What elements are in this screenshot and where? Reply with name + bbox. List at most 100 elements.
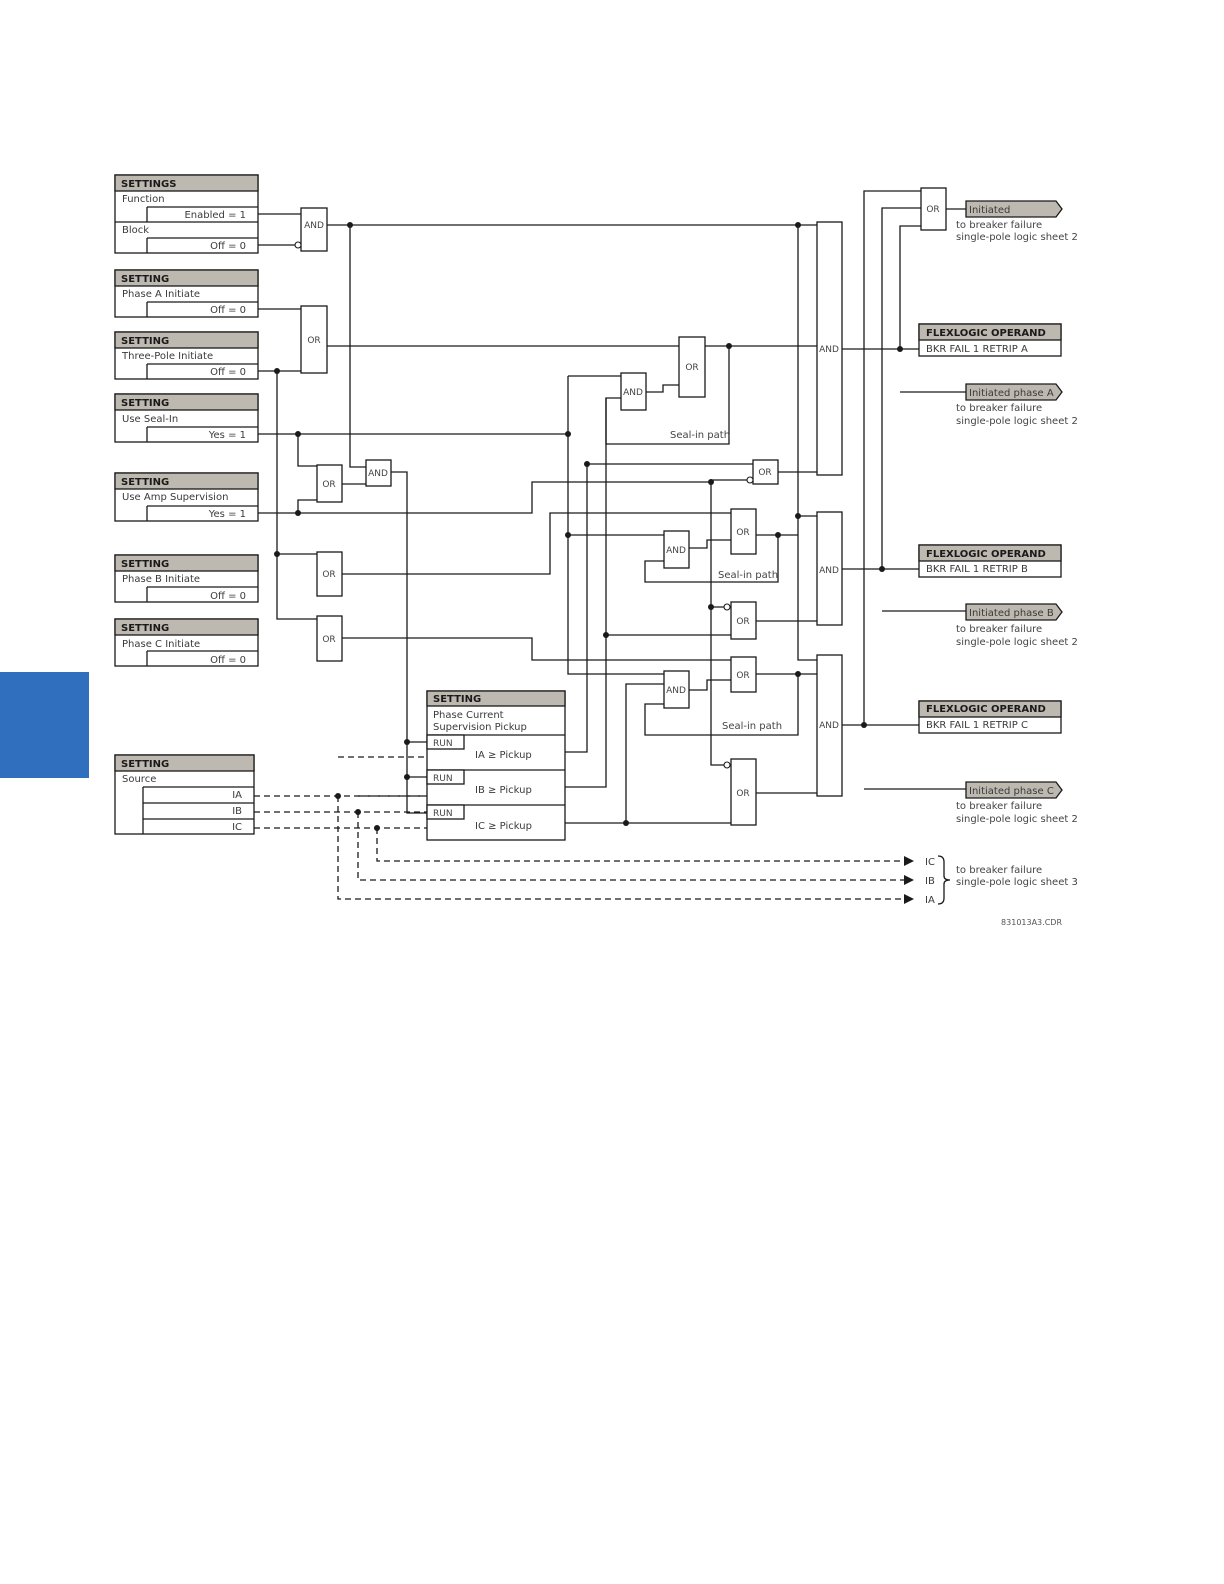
out-ia-label: IA (925, 895, 935, 906)
setting-three-pole-initiate: SETTING Three-Pole Initiate Off = 0 (114, 331, 259, 380)
three-pole-initiate-label: Three-Pole Initiate (121, 351, 213, 362)
use-seal-in-label: Use Seal-In (122, 414, 178, 425)
svg-text:FLEXLOGIC OPERAND: FLEXLOGIC OPERAND (926, 328, 1046, 339)
svg-text:Initiated phase B: Initiated phase B (969, 608, 1054, 619)
chapter-side-tab (0, 672, 89, 778)
svg-text:OR: OR (322, 480, 335, 490)
run-label-c: RUN (433, 809, 453, 819)
setting-header: SETTING (121, 559, 169, 570)
svg-text:FLEXLOGIC OPERAND: FLEXLOGIC OPERAND (926, 549, 1046, 560)
setting-header: SETTING (121, 759, 169, 770)
logic-wires (258, 190, 966, 824)
gate-or-phase-c: OR (316, 615, 343, 662)
supervision-label-line1: Phase Current (433, 710, 504, 721)
svg-text:OR: OR (307, 336, 320, 346)
arrow-ic (904, 856, 914, 866)
svg-text:AND: AND (666, 686, 686, 696)
seal-in-path-c-label: Seal-in path (722, 721, 782, 732)
ib-pickup-label: IB ≥ Pickup (475, 785, 532, 796)
gate-or-c: OR (730, 656, 757, 693)
phase-b-initiate-value: Off = 0 (210, 591, 246, 602)
brace (937, 855, 951, 905)
gate-and-retrip-c: AND (816, 654, 843, 797)
run-label-a: RUN (433, 739, 453, 749)
output-initiated-phase-b: Initiated phase B to breaker failure sin… (956, 603, 1078, 648)
gate-or-phase-b: OR (316, 551, 343, 597)
svg-text:to breaker failure: to breaker failure (956, 624, 1042, 635)
out-ib-label: IB (925, 876, 935, 887)
current-signal-wires (254, 756, 912, 900)
gate-or-phase-a: OR (300, 305, 328, 374)
svg-text:FLEXLOGIC OPERAND: FLEXLOGIC OPERAND (926, 704, 1046, 715)
setting-header: SETTING (433, 694, 481, 705)
setting-use-amp-supervision: SETTING Use Amp Supervision Yes = 1 (114, 472, 259, 522)
current-outputs: IC IB IA to breaker failure single-pole … (925, 855, 1078, 906)
junction-dots (274, 222, 903, 831)
run-label-b: RUN (433, 774, 453, 784)
svg-text:OR: OR (322, 570, 335, 580)
gate-or-amp-bypass: OR (752, 459, 779, 485)
gate-and-seal-c: AND (663, 670, 690, 709)
svg-text:OR: OR (736, 528, 749, 538)
flexlogic-retrip-c: FLEXLOGIC OPERAND BKR FAIL 1 RETRIP C (918, 700, 1062, 734)
seal-in-path-a-label: Seal-in path (670, 430, 730, 441)
svg-text:single-pole logic sheet 3: single-pole logic sheet 3 (956, 877, 1078, 888)
figure-id: 831013A3.CDR (1001, 918, 1062, 927)
flexlogic-retrip-b: FLEXLOGIC OPERAND BKR FAIL 1 RETRIP B (918, 544, 1062, 578)
ia-pickup-label: IA ≥ Pickup (475, 750, 532, 761)
phase-c-initiate-label: Phase C Initiate (122, 639, 200, 650)
setting-use-seal-in: SETTING Use Seal-In Yes = 1 (114, 393, 259, 443)
use-amp-supervision-label: Use Amp Supervision (122, 492, 228, 503)
arrow-ia (904, 894, 914, 904)
supervision-label-line2: Supervision Pickup (433, 722, 527, 733)
svg-text:OR: OR (736, 617, 749, 627)
gate-and-seal-b: AND (663, 530, 690, 569)
svg-text:to breaker failure: to breaker failure (956, 801, 1042, 812)
out-ic-label: IC (925, 857, 935, 868)
block-label: Block (122, 225, 149, 236)
svg-text:BKR FAIL 1 RETRIP C: BKR FAIL 1 RETRIP C (926, 720, 1028, 731)
arrow-ib (904, 875, 914, 885)
svg-text:OR: OR (736, 671, 749, 681)
svg-text:OR: OR (322, 635, 335, 645)
svg-text:OR: OR (926, 205, 939, 215)
setting-header: SETTING (121, 477, 169, 488)
source-ic: IC (232, 822, 242, 833)
svg-text:OR: OR (758, 468, 771, 478)
output-initiated-phase-a: Initiated phase A to breaker failure sin… (956, 383, 1078, 427)
settings-function-block: SETTINGS Function Enabled = 1 Block Off … (114, 174, 259, 254)
gate-or-initiated: OR (920, 187, 947, 231)
svg-text:BKR FAIL 1 RETRIP B: BKR FAIL 1 RETRIP B (926, 564, 1028, 575)
phase-c-initiate-value: Off = 0 (210, 655, 246, 666)
svg-text:to breaker failure: to breaker failure (956, 403, 1042, 414)
svg-text:to breaker failure: to breaker failure (956, 865, 1042, 876)
seal-in-path-b-label: Seal-in path (718, 570, 778, 581)
svg-text:AND: AND (666, 546, 686, 556)
gate-and-function: AND (300, 207, 328, 252)
gate-or-seal-amp: OR (316, 464, 343, 503)
gate-and-seal-a: AND (620, 372, 647, 411)
gate-and-supervision-enable: AND (365, 459, 392, 487)
gate-or-supervision-c: OR (730, 758, 757, 826)
source-label: Source (122, 774, 156, 785)
svg-text:Initiated: Initiated (969, 205, 1010, 216)
setting-header: SETTING (121, 398, 169, 409)
svg-text:AND: AND (304, 221, 324, 231)
setting-phase-c-initiate: SETTING Phase C Initiate Off = 0 (114, 618, 259, 667)
svg-text:OR: OR (685, 363, 698, 373)
setting-phase-b-initiate: SETTING Phase B Initiate Off = 0 (114, 554, 259, 603)
phase-b-initiate-label: Phase B Initiate (122, 574, 200, 585)
svg-text:single-pole logic sheet 2: single-pole logic sheet 2 (956, 416, 1078, 427)
svg-text:AND: AND (368, 469, 388, 479)
svg-text:single-pole logic sheet 2: single-pole logic sheet 2 (956, 637, 1078, 648)
svg-text:OR: OR (736, 789, 749, 799)
setting-header: SETTING (121, 336, 169, 347)
svg-text:Initiated phase C: Initiated phase C (969, 786, 1054, 797)
output-initiated: Initiated to breaker failure single-pole… (956, 200, 1078, 243)
svg-text:to breaker failure: to breaker failure (956, 220, 1042, 231)
svg-text:AND: AND (819, 566, 839, 576)
setting-source: SETTING Source IA IB IC (114, 754, 255, 835)
svg-text:AND: AND (819, 721, 839, 731)
svg-text:single-pole logic sheet 2: single-pole logic sheet 2 (956, 232, 1078, 243)
